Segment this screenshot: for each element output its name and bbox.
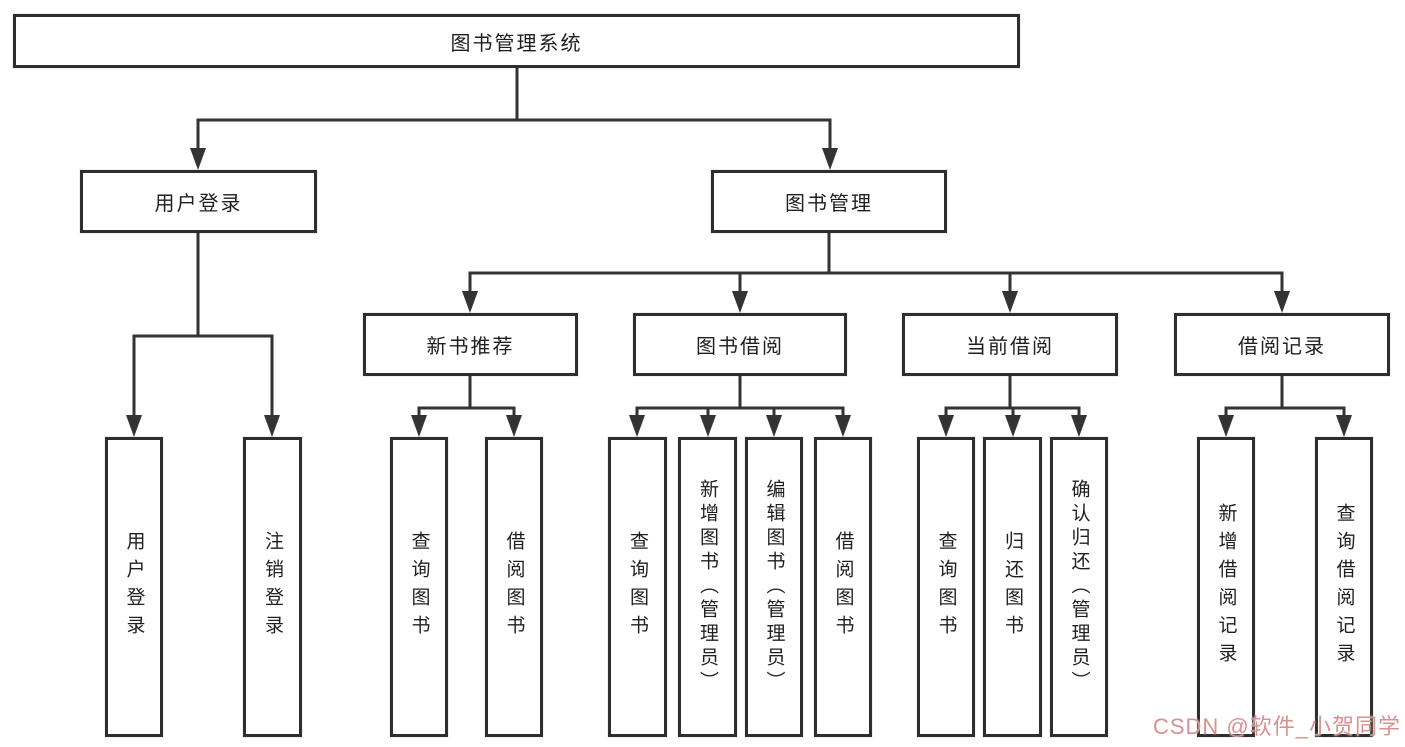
node-add-borrow-record: 新增借阅记录 xyxy=(1197,437,1255,737)
arrow-icon xyxy=(629,415,645,437)
node-current-borrow: 当前借阅 xyxy=(902,313,1118,376)
csdn-watermark: CSDN @软件_小贺同学 xyxy=(1152,714,1401,739)
node-add-book-admin: 新增图书（管理员） xyxy=(678,437,737,737)
arrow-icon xyxy=(1274,291,1290,313)
node-borrow-book-2: 借阅图书 xyxy=(814,437,872,737)
node-confirm-return-admin: 确认归还（管理员） xyxy=(1050,437,1108,737)
node-borrow-book-1: 借阅图书 xyxy=(485,437,543,737)
node-return-book: 归还图书 xyxy=(983,437,1042,737)
arrow-icon xyxy=(506,415,522,437)
node-borrow-records: 借阅记录 xyxy=(1174,313,1390,376)
node-query-books-1: 查询图书 xyxy=(390,437,448,737)
arrow-icon xyxy=(700,415,716,437)
node-query-books-2-label: 查询图书 xyxy=(627,531,648,643)
node-borrow-book-1-label: 借阅图书 xyxy=(503,531,525,643)
node-user-login-branch: 用户登录 xyxy=(80,170,317,233)
node-user-login-branch-label: 用户登录 xyxy=(154,193,243,215)
arrow-icon xyxy=(126,415,142,437)
node-book-management-label: 图书管理 xyxy=(785,193,873,215)
node-query-books-3: 查询图书 xyxy=(917,437,975,737)
node-new-books: 新书推荐 xyxy=(363,313,578,376)
node-user-login-leaf: 用户登录 xyxy=(105,437,163,737)
node-root: 图书管理系统 xyxy=(13,14,1020,68)
node-query-books-2: 查询图书 xyxy=(608,437,667,737)
node-book-management: 图书管理 xyxy=(711,170,947,233)
node-current-borrow-label: 当前借阅 xyxy=(966,336,1054,358)
node-logout-leaf: 注销登录 xyxy=(243,437,302,737)
node-book-borrow: 图书借阅 xyxy=(633,313,847,376)
node-new-books-label: 新书推荐 xyxy=(426,336,515,358)
arrow-icon xyxy=(1218,415,1234,437)
arrow-icon xyxy=(462,291,478,313)
node-query-borrow-record-label: 查询借阅记录 xyxy=(1333,503,1355,671)
node-root-label: 图书管理系统 xyxy=(450,32,583,55)
arrow-icon xyxy=(835,415,851,437)
node-return-book-label: 归还图书 xyxy=(1002,531,1023,643)
arrow-icon xyxy=(264,415,280,437)
arrowheads xyxy=(126,148,1352,437)
arrow-icon xyxy=(190,148,206,170)
arrow-icon xyxy=(732,291,748,313)
node-query-books-1-label: 查询图书 xyxy=(408,531,430,643)
arrow-icon xyxy=(766,415,782,437)
arrow-icon xyxy=(822,148,838,170)
arrow-icon xyxy=(411,415,427,437)
node-edit-book-admin: 编辑图书（管理员） xyxy=(745,437,803,737)
arrow-icon xyxy=(938,415,954,437)
node-confirm-return-admin-label: 确认归还（管理员） xyxy=(1068,479,1090,695)
node-query-borrow-record: 查询借阅记录 xyxy=(1315,437,1373,737)
arrow-icon xyxy=(1071,415,1087,437)
arrow-icon xyxy=(1002,291,1018,313)
arrow-icon xyxy=(1336,415,1352,437)
node-add-book-admin-label: 新增图书（管理员） xyxy=(697,479,718,695)
node-logout-leaf-label: 注销登录 xyxy=(262,531,283,643)
node-borrow-records-label: 借阅记录 xyxy=(1238,336,1326,358)
node-user-login-leaf-label: 用户登录 xyxy=(123,531,145,643)
node-query-books-3-label: 查询图书 xyxy=(935,531,957,643)
node-book-borrow-label: 图书借阅 xyxy=(696,336,784,358)
node-add-borrow-record-label: 新增借阅记录 xyxy=(1215,503,1237,671)
node-edit-book-admin-label: 编辑图书（管理员） xyxy=(763,479,785,695)
node-borrow-book-2-label: 借阅图书 xyxy=(832,531,854,643)
arrow-icon xyxy=(1005,415,1021,437)
